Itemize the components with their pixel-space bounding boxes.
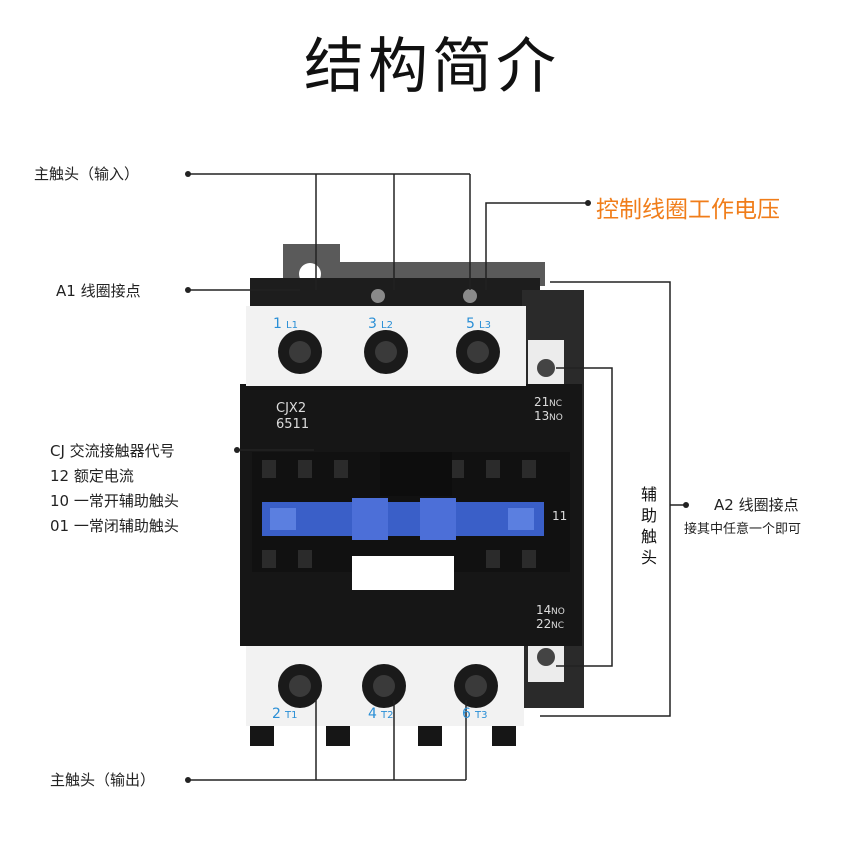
label-model-01: 01 一常闭辅助触头 [50, 517, 179, 535]
mounting-plate [283, 244, 545, 286]
label-model-cj: CJ 交流接触器代号 [50, 442, 175, 460]
aux-top-tag-2: NO [549, 413, 563, 423]
label-aux-contact: 辅助触头 [640, 485, 657, 567]
aux-bottom-tag-1: NO [551, 607, 565, 617]
bottom-feet [250, 726, 516, 746]
terminal-num-6: 6 [462, 706, 471, 722]
slider-track [262, 502, 544, 536]
terminal-num-3: 3 [368, 316, 377, 332]
leader-dots [185, 171, 689, 783]
page-title: 结构简介 [304, 32, 560, 102]
label-main-contact-output: 主触头（输出） [50, 771, 156, 789]
label-model-10: 10 一常开辅助触头 [50, 492, 179, 510]
terminal-tag-t1: T1 [284, 710, 297, 721]
label-a2-coil-contact: A2 线圈接点 [714, 496, 799, 514]
label-a2-note: 接其中任意一个即可 [684, 522, 802, 537]
slot-label: 11 [552, 509, 567, 523]
bottom-terminal-screws [278, 664, 498, 708]
aux-top-tag-1: NC [549, 399, 562, 409]
terminal-tag-l2: L2 [381, 320, 393, 331]
terminal-tag-l3: L3 [479, 320, 491, 331]
terminal-tag-l1: L1 [286, 320, 298, 331]
aux-top-num-1: 21 [534, 395, 549, 409]
leader-lines [188, 173, 686, 781]
indicator-window [352, 556, 454, 590]
top-screw-row [250, 278, 540, 306]
top-terminal-screws [278, 330, 500, 374]
label-coil-voltage: 控制线圈工作电压 [596, 197, 780, 223]
terminal-num-1: 1 [273, 316, 282, 332]
aux-bottom-tag-2: NC [551, 621, 564, 631]
aux-bottom-num-2: 22 [536, 617, 551, 631]
aux-bottom-num-1: 14 [536, 603, 551, 617]
terminal-tag-t2: T2 [380, 710, 393, 721]
label-main-contact-input: 主触头（输入） [34, 165, 140, 183]
model-line-1: CJX2 [276, 401, 306, 416]
aux-top-num-2: 13 [534, 409, 549, 423]
terminal-num-2: 2 [272, 706, 281, 722]
terminal-num-4: 4 [368, 706, 377, 722]
terminal-tag-t3: T3 [474, 710, 487, 721]
terminal-num-5: 5 [466, 316, 475, 332]
label-a1-coil-contact: A1 线圈接点 [56, 282, 141, 300]
model-line-2: 6511 [276, 417, 309, 432]
label-model-12: 12 额定电流 [50, 467, 134, 485]
